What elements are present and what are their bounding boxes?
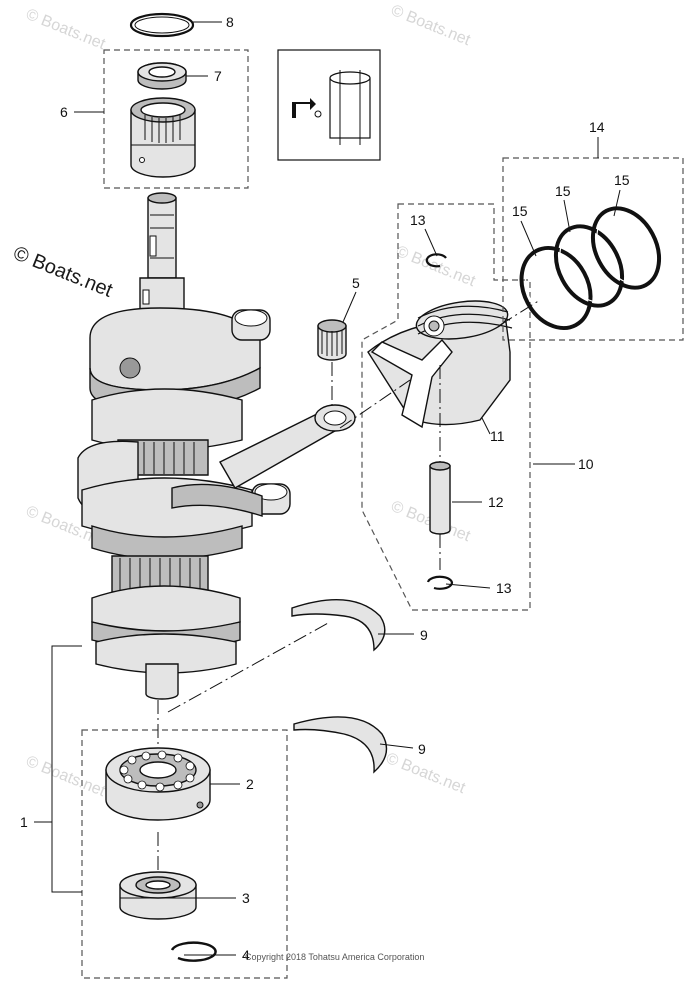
thrust-washer-part-9-upper [291,598,386,652]
callout-9-lower: 9 [418,741,426,757]
callout-14: 14 [589,119,605,135]
thrust-washer-part-9-lower [293,716,388,774]
group-box-14 [502,157,684,341]
callout-8: 8 [226,14,234,30]
callout-12: 12 [488,494,504,510]
group-box-lower [81,729,288,979]
watermark-faint: © Boats.net [24,6,109,53]
oil-seal-part-3 [119,871,197,920]
callout-5: 5 [352,275,360,291]
callout-11: 11 [490,428,505,444]
piston-part-11 [367,300,513,429]
callout-15-middle: 15 [555,183,571,199]
callout-3: 3 [242,890,250,906]
callout-9-upper: 9 [420,627,428,643]
ball-bearing-part-2 [105,747,211,821]
connecting-rod [171,404,356,517]
callout-13-upper: 13 [410,212,426,228]
oil-seal-part-7 [137,62,187,90]
group-box-10 [361,203,531,611]
watermark-faint: © Boats.net [384,750,469,797]
centerline [167,621,331,713]
watermark-faint: © Boats.net [389,2,474,49]
circlip-part-4 [170,941,217,962]
watermark-primary: © Boats.net [10,242,116,302]
leader-lines [34,21,621,956]
callout-6: 6 [60,104,68,120]
callout-4: 4 [242,947,250,963]
callout-1: 1 [20,814,28,830]
circlip-part-13-upper [425,253,447,268]
watermark-faint: © Boats.net [24,753,109,800]
o-ring-part-8 [129,12,195,38]
callout-7: 7 [214,68,222,84]
reuse-arrow-icon [292,98,316,118]
piston-pin-part-12 [429,461,451,535]
centerline [339,379,411,429]
callout-15-left: 15 [512,203,528,219]
assembly-note-box [277,49,381,161]
callout-13-lower: 13 [496,580,512,596]
bearing-part-6 [130,97,196,178]
circlip-part-13-lower [426,575,453,590]
group-box-6 [103,49,249,189]
copyright-notice: Copyright 2018 Tohatsu America Corporati… [245,952,424,962]
callout-10: 10 [578,456,594,472]
centerline [499,299,541,326]
piston-rings-part-15 [519,206,662,331]
callout-2: 2 [246,776,254,792]
needle-bearing-part-5 [317,319,347,361]
crankshaft [77,192,291,700]
callout-15-right: 15 [614,172,630,188]
